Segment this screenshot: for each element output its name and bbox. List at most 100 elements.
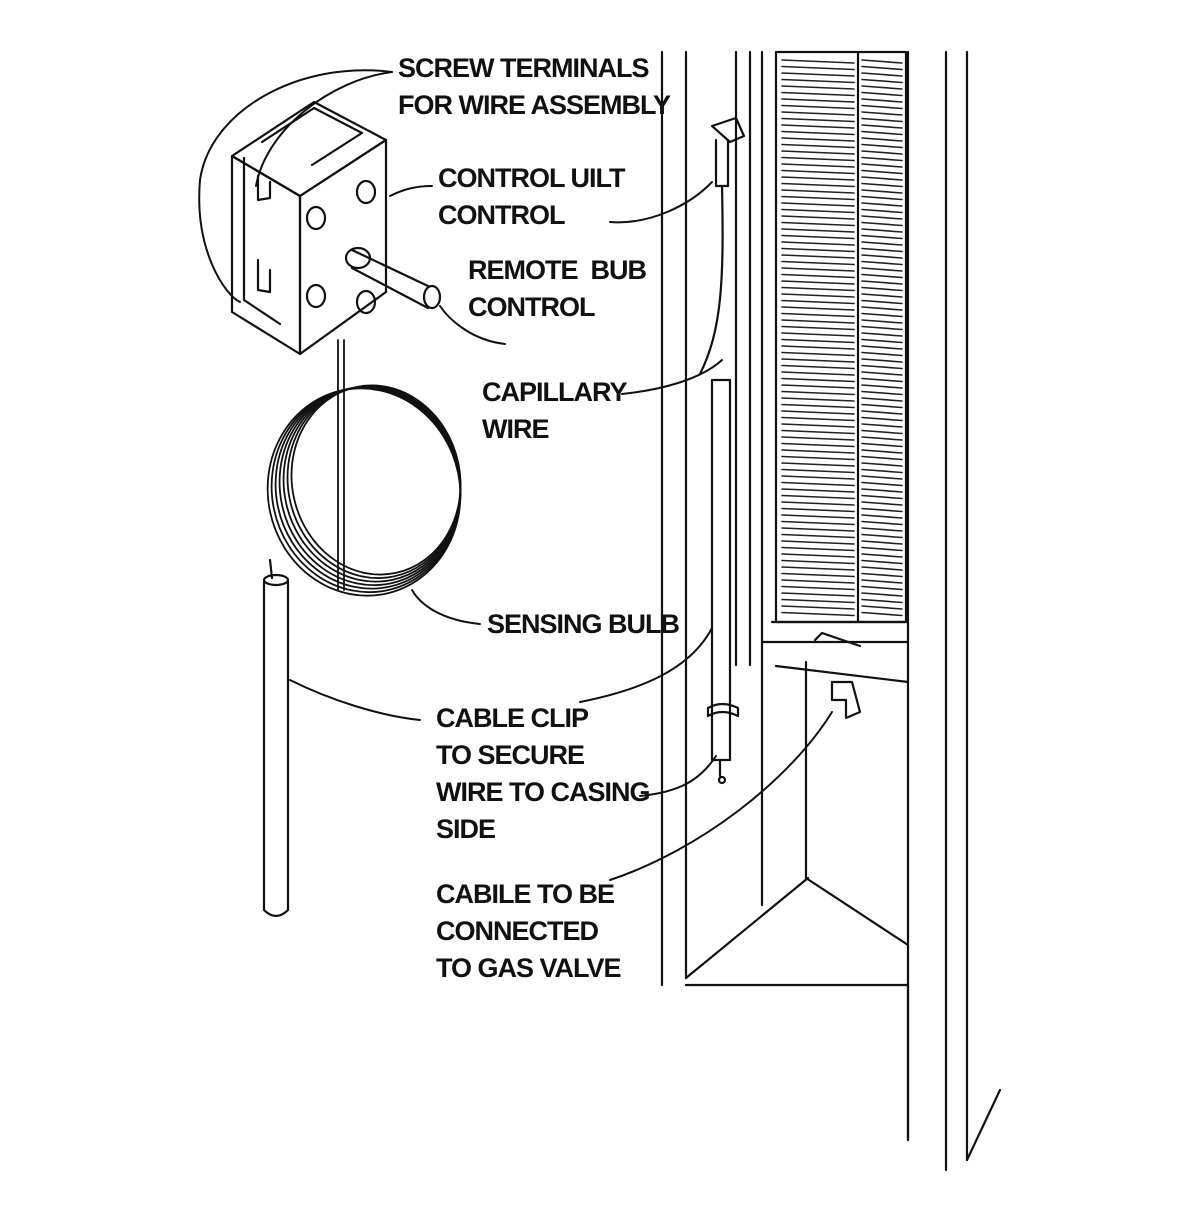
coil-loop	[278, 385, 462, 587]
louver-slat	[861, 390, 903, 396]
louver-slat	[861, 501, 903, 506]
louver-slat	[861, 78, 903, 84]
louver-slat	[861, 559, 903, 565]
louver-slat	[781, 325, 855, 331]
louver-slat	[861, 91, 903, 97]
label-cable-clip: CABLE CLIP TO SECURE WIRE TO CASING SIDE	[436, 700, 651, 848]
louver-slat	[861, 163, 903, 168]
louver-slat	[861, 130, 903, 136]
louver-slat	[781, 377, 855, 383]
louver-slat	[861, 397, 903, 402]
louver-slat	[781, 241, 855, 246]
louver-slat	[861, 546, 903, 552]
louver-slat	[861, 579, 903, 584]
louver-slat	[781, 104, 855, 110]
louver-slat	[781, 397, 855, 402]
louver-slat	[781, 501, 855, 506]
louver-slat	[861, 481, 903, 487]
louver-slat	[861, 299, 903, 305]
louver-slat	[861, 208, 903, 214]
louver-slat	[861, 156, 903, 162]
louver-slat	[781, 358, 855, 363]
louver-slat	[781, 553, 855, 558]
label-line: WIRE TO CASING	[436, 777, 651, 807]
louver-slat	[781, 559, 855, 565]
louver-slat	[781, 293, 855, 298]
louver-slat	[861, 514, 903, 519]
louver-slat	[781, 403, 855, 409]
label-cabile-gas-valve: CABILE TO BE CONNECTED TO GAS VALVE	[436, 876, 622, 987]
louver-slat	[861, 455, 903, 461]
louver-slat	[781, 488, 855, 493]
louver-slat	[861, 520, 903, 526]
louver-slat	[781, 169, 855, 175]
louver-slat	[781, 65, 855, 71]
label-line: REMOTE BUB	[468, 255, 647, 285]
louver-slat	[781, 260, 855, 266]
louver-slat	[861, 319, 903, 324]
louver-slat	[861, 182, 903, 188]
louver-slat	[781, 351, 855, 357]
louver-slat	[781, 540, 855, 545]
louver-slat	[781, 410, 855, 415]
louver-slat	[861, 221, 903, 227]
label-line: TO SECURE	[436, 740, 585, 770]
louver-slat	[861, 468, 903, 474]
louver-slat	[861, 403, 903, 409]
louver-slat	[861, 195, 903, 201]
louver-slat	[861, 462, 903, 467]
louver-slat	[861, 442, 903, 448]
louver-slat	[781, 189, 855, 194]
label-capillary-wire: CAPILLARY WIRE	[482, 374, 627, 448]
louver-slat	[781, 312, 855, 318]
label-line: SCREW TERMINALS	[398, 53, 650, 83]
louver-slat	[781, 124, 855, 129]
louver-slat	[861, 267, 903, 272]
louver-slat	[781, 481, 855, 487]
louver-slat	[781, 462, 855, 467]
label-remote-bub: REMOTE BUB CONTROL	[468, 252, 647, 326]
louver-slat	[781, 390, 855, 396]
louver-slat	[861, 345, 903, 350]
louver-slat	[781, 475, 855, 480]
louver-slat	[861, 228, 903, 233]
louver-slat	[861, 572, 903, 578]
louver-slat	[781, 572, 855, 578]
louver-slat	[861, 150, 903, 155]
louver-slat	[781, 611, 855, 617]
louver-slat	[781, 273, 855, 279]
label-line: CAPILLARY	[482, 377, 627, 407]
louver-slat	[781, 78, 855, 84]
louver-slat	[781, 143, 855, 149]
louver-slat	[861, 351, 903, 357]
louver-slat	[861, 124, 903, 129]
louver-slat	[781, 195, 855, 201]
leader-lines	[198, 69, 833, 881]
louver-slat	[781, 176, 855, 181]
louver-slat	[861, 436, 903, 441]
louver-slat	[781, 436, 855, 441]
label-line: TO GAS VALVE	[436, 953, 622, 983]
louver-slat	[781, 585, 855, 591]
louver-slat	[781, 130, 855, 136]
louver-slat	[861, 98, 903, 103]
label-line: CONTROL	[468, 292, 595, 322]
louver-slat	[861, 137, 903, 142]
louver-slat	[781, 59, 855, 64]
louver-slat	[861, 540, 903, 545]
control-box	[230, 100, 442, 356]
louver-slat	[781, 592, 855, 597]
louver-slat	[781, 182, 855, 188]
louver-slat	[781, 442, 855, 448]
label-control-uilt: CONTROL UILT CONTROL	[438, 160, 625, 234]
louver-slat	[781, 429, 855, 435]
louver-slat	[861, 475, 903, 480]
louver-slat	[781, 111, 855, 116]
louver-slat	[781, 234, 855, 240]
louver-slat	[861, 273, 903, 279]
louver-slat	[861, 494, 903, 500]
louver-slat	[861, 423, 903, 428]
louver-slat	[861, 176, 903, 181]
louver-slat	[861, 533, 903, 539]
